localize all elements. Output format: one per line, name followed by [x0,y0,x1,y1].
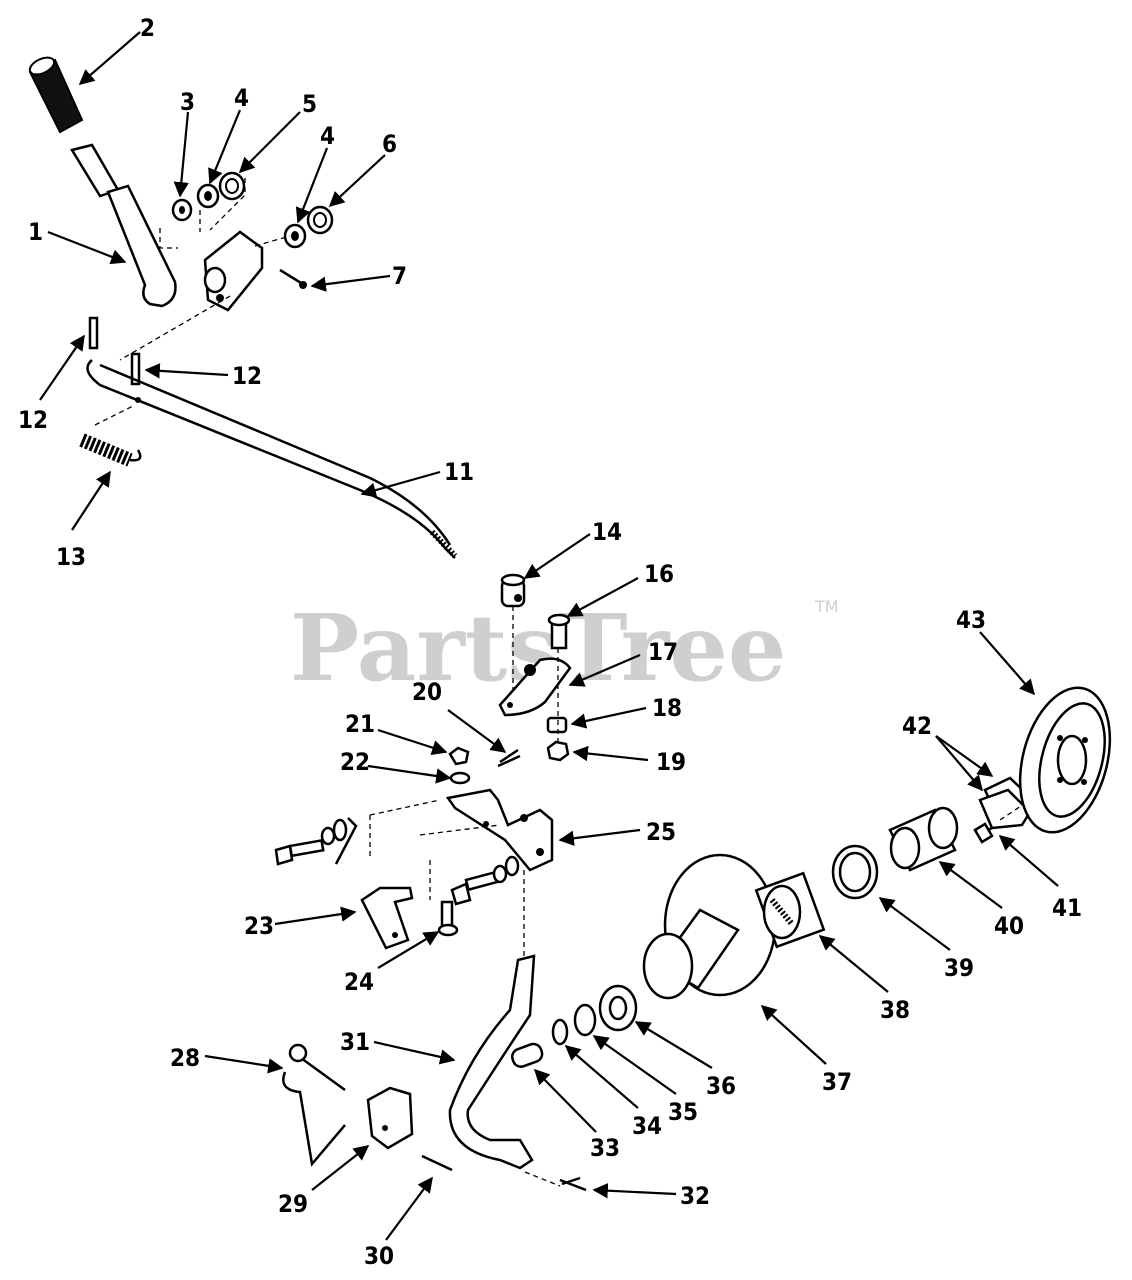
callout-4-second: 4 [320,122,335,150]
callout-32: 32 [680,1182,710,1210]
part-13-spring [79,433,142,467]
callout-37: 37 [822,1068,852,1096]
part-23-bracket [360,886,414,950]
part-43-pulley [1018,686,1112,834]
callout-34: 34 [632,1112,662,1140]
lever-pivot-bracket [203,230,264,312]
callout-14: 14 [592,518,622,546]
part-12-pin-b [130,352,141,386]
part-19-nut [546,740,570,762]
part-31-arm [448,954,536,1170]
bolt-assembly-right [450,855,520,906]
part-29-block [366,1086,414,1150]
part-3-washer [171,198,193,222]
callout-4: 4 [234,84,249,112]
callout-11: 11 [444,458,474,486]
part-36-bearing [598,984,638,1032]
part-37-hub [642,853,777,1000]
part-40-sleeve [888,806,959,872]
part-34-retaining-ring [551,1018,569,1046]
callout-21: 21 [345,710,375,738]
callout-25: 25 [646,818,676,846]
part-24-bolt [437,900,459,937]
callout-36: 36 [706,1072,736,1100]
callout-43: 43 [956,606,986,634]
callout-5: 5 [302,90,317,118]
callout-12-left: 12 [18,406,48,434]
callout-30: 30 [364,1242,394,1270]
callout-13: 13 [56,543,86,571]
callout-23: 23 [244,912,274,940]
callout-40: 40 [994,912,1024,940]
part-20-cotter-pin [497,748,521,768]
part-14-swivel [500,573,526,608]
bolt-assembly-left [274,817,358,866]
callout-12-right: 12 [232,362,262,390]
callout-31: 31 [340,1028,370,1056]
part-2-handle-grip [28,56,84,134]
callout-20: 20 [412,678,442,706]
part-16-bolt [547,613,571,650]
part-4-washer [196,183,220,209]
callout-18: 18 [652,694,682,722]
part-6-bushing [306,205,334,235]
part-25-bracket [445,788,554,872]
callout-42: 42 [902,712,932,740]
callout-28: 28 [170,1044,200,1072]
part-28-spring [282,1043,346,1167]
callout-6: 6 [382,130,397,158]
part-4-washer-second [283,223,307,249]
part-1-lift-lever [70,143,177,308]
callout-33: 33 [590,1134,620,1162]
callout-39: 39 [944,954,974,982]
callout-19: 19 [656,748,686,776]
part-18-spacer [546,716,568,734]
part-11-lift-rod [86,359,458,559]
callout-1: 1 [28,218,43,246]
callouts: 2 3 4 5 4 6 1 7 12 12 13 11 14 16 17 18 [18,14,1082,1270]
callout-24: 24 [344,968,374,996]
part-42-plate-b [978,788,1032,830]
part-30-pin [421,1154,453,1172]
callout-17: 17 [648,638,678,666]
callout-29: 29 [278,1190,308,1218]
part-21-nut [448,746,470,766]
part-39-ring [831,844,879,900]
part-22-washer [449,771,471,785]
part-33-pin [511,1042,544,1068]
callout-16: 16 [644,560,674,588]
part-5-bushing [218,171,246,201]
callout-2: 2 [140,14,155,42]
part-12-pin-a [88,316,99,350]
callout-38: 38 [880,996,910,1024]
callout-3: 3 [180,88,195,116]
watermark-trademark: TM [814,597,839,616]
part-32-clip [559,1176,587,1192]
part-38-needle-bearing [754,871,826,949]
part-7-screw [279,268,307,289]
part-35-washer [573,1003,597,1037]
callout-35: 35 [668,1098,698,1126]
callout-7: 7 [392,262,407,290]
callout-41: 41 [1052,894,1082,922]
callout-22: 22 [340,748,370,776]
